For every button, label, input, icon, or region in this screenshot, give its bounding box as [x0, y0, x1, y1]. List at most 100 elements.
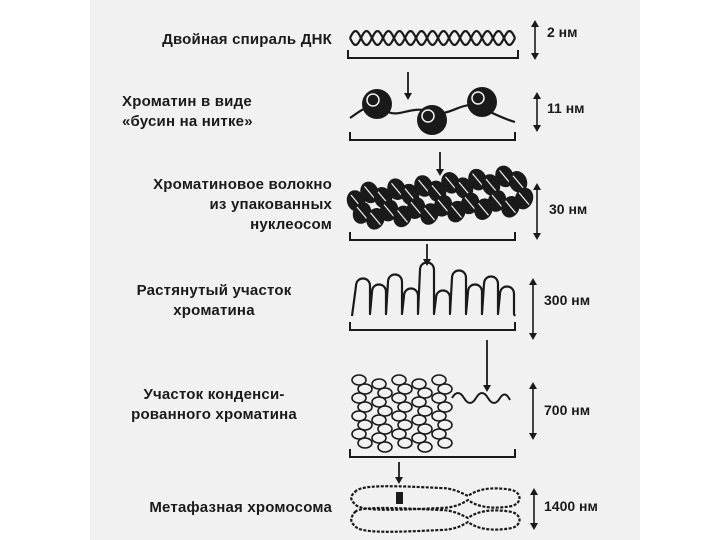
zoom-bracket [349, 449, 516, 458]
metaphase-chromosome [350, 485, 521, 533]
nucleosome-stripe [418, 179, 429, 193]
chromatin-coil [431, 392, 447, 404]
nucleosome-stripe [499, 170, 510, 183]
nucleosome-stripe [364, 186, 375, 199]
zoom-bracket [349, 232, 516, 241]
nucleosome-stripe [370, 212, 381, 226]
zoom-bracket [347, 50, 519, 59]
chromatin-coil [371, 396, 387, 408]
chromatin-loop-path [350, 261, 516, 317]
stage-label-beads-on-string: Хроматин в виде «бусин на нитке» [122, 93, 253, 130]
chromatin-coil [437, 401, 453, 413]
size-label-1400nm: 1400 нм [544, 498, 598, 514]
chromatin-coil [377, 387, 393, 399]
zoom-bracket [349, 322, 516, 331]
extended-chromatin-loops [350, 261, 516, 317]
nucleosome-stripe [485, 178, 497, 192]
chromatin-coil [411, 378, 427, 390]
arrow-head [404, 93, 412, 100]
marked-region [396, 492, 403, 504]
nucleosome-stripe [424, 207, 435, 221]
chromatin-coil [397, 401, 413, 413]
dimension-arrowhead [529, 278, 537, 285]
dimension-arrowhead [533, 233, 541, 240]
dimension-arrowhead [533, 92, 541, 99]
chromatin-coil [391, 392, 407, 404]
chromatin-coil [371, 432, 387, 444]
nucleosome-highlight [471, 91, 485, 105]
nucleosome-stripe [512, 175, 524, 189]
stage-label-chromatin-fiber: Хроматиновое волокно из упакованных нукл… [153, 176, 332, 233]
chromatin-coil [357, 437, 373, 449]
arrow-head [483, 385, 491, 392]
nucleosome-stripe [451, 205, 462, 218]
nucleosome-stripe [383, 204, 395, 217]
chromatin-coil [377, 441, 393, 453]
chromatin-coil [351, 410, 367, 422]
size-label-30nm: 30 нм [549, 201, 588, 217]
helix-strand [349, 30, 516, 46]
chromatid-upper [350, 485, 521, 511]
nucleosome-stripe [518, 192, 530, 205]
chromatin-coil [357, 401, 373, 413]
condensed-chromatin-section [351, 374, 511, 453]
nucleosome-stripe [491, 194, 503, 208]
beads-on-string [349, 87, 516, 135]
chromatin-coil [411, 432, 427, 444]
chromatin-coil [351, 392, 367, 404]
arrow-head [423, 259, 431, 266]
nucleosome-highlight [421, 109, 435, 123]
stage-label-extended-chromatin: Растянутый участок хроматина [136, 282, 292, 319]
nucleosome-stripe [505, 200, 516, 214]
dimension-arrowhead [533, 183, 541, 190]
nucleosome-highlight [366, 93, 380, 107]
chromatin-coil [397, 383, 413, 395]
stage-label-condensed-chromatin: Участок конденси- рованного хроматина [131, 386, 297, 423]
chromatin-coil [351, 374, 367, 386]
chromatin-coil [437, 419, 453, 431]
nucleosome-stripe [391, 182, 402, 196]
nucleosome-stripe [437, 199, 449, 213]
chromatin-coil [357, 419, 373, 431]
chromatid-lower [350, 506, 521, 533]
nucleosome-stripe [464, 197, 476, 210]
arrow-head [395, 477, 403, 484]
chromatin-coil [417, 423, 433, 435]
nucleosome-stripe [445, 176, 456, 190]
dimension-markers [529, 20, 541, 530]
arrow-head [436, 169, 444, 176]
nucleosome-fiber [346, 165, 534, 230]
chromatin-coil [351, 428, 367, 440]
dimension-arrowhead [529, 382, 537, 389]
chromatin-coil [411, 414, 427, 426]
dna-double-helix [349, 30, 516, 46]
chromatin-coil [371, 414, 387, 426]
size-label-700nm: 700 нм [544, 402, 591, 418]
uncoiling-tail [451, 392, 511, 404]
chromatin-coil [437, 383, 453, 395]
chromatin-coil [377, 405, 393, 417]
chromatin-coil [357, 383, 373, 395]
size-label-2nm: 2 нм [547, 24, 578, 40]
chromatin-coil [391, 410, 407, 422]
nucleosome-stripe [458, 181, 470, 195]
nucleosome-stripe [410, 201, 422, 215]
chromatin-coil [431, 428, 447, 440]
dimension-arrowhead [531, 20, 539, 27]
chromatin-coil [417, 405, 433, 417]
chromatin-coil [431, 374, 447, 386]
chromatin-coil [411, 396, 427, 408]
nucleosome-stripe [356, 206, 368, 220]
chromatin-coil [397, 419, 413, 431]
dimension-arrowhead [533, 125, 541, 132]
dimension-arrowhead [530, 488, 538, 495]
dimension-arrowhead [530, 523, 538, 530]
helix-strand [349, 30, 516, 46]
chromatin-coil [437, 437, 453, 449]
size-label-300nm: 300 нм [544, 292, 591, 308]
chromatin-coil [377, 423, 393, 435]
chromatin-coil [397, 437, 413, 449]
stage-label-metaphase-chromosome: Метафазная хромосома [149, 499, 332, 516]
